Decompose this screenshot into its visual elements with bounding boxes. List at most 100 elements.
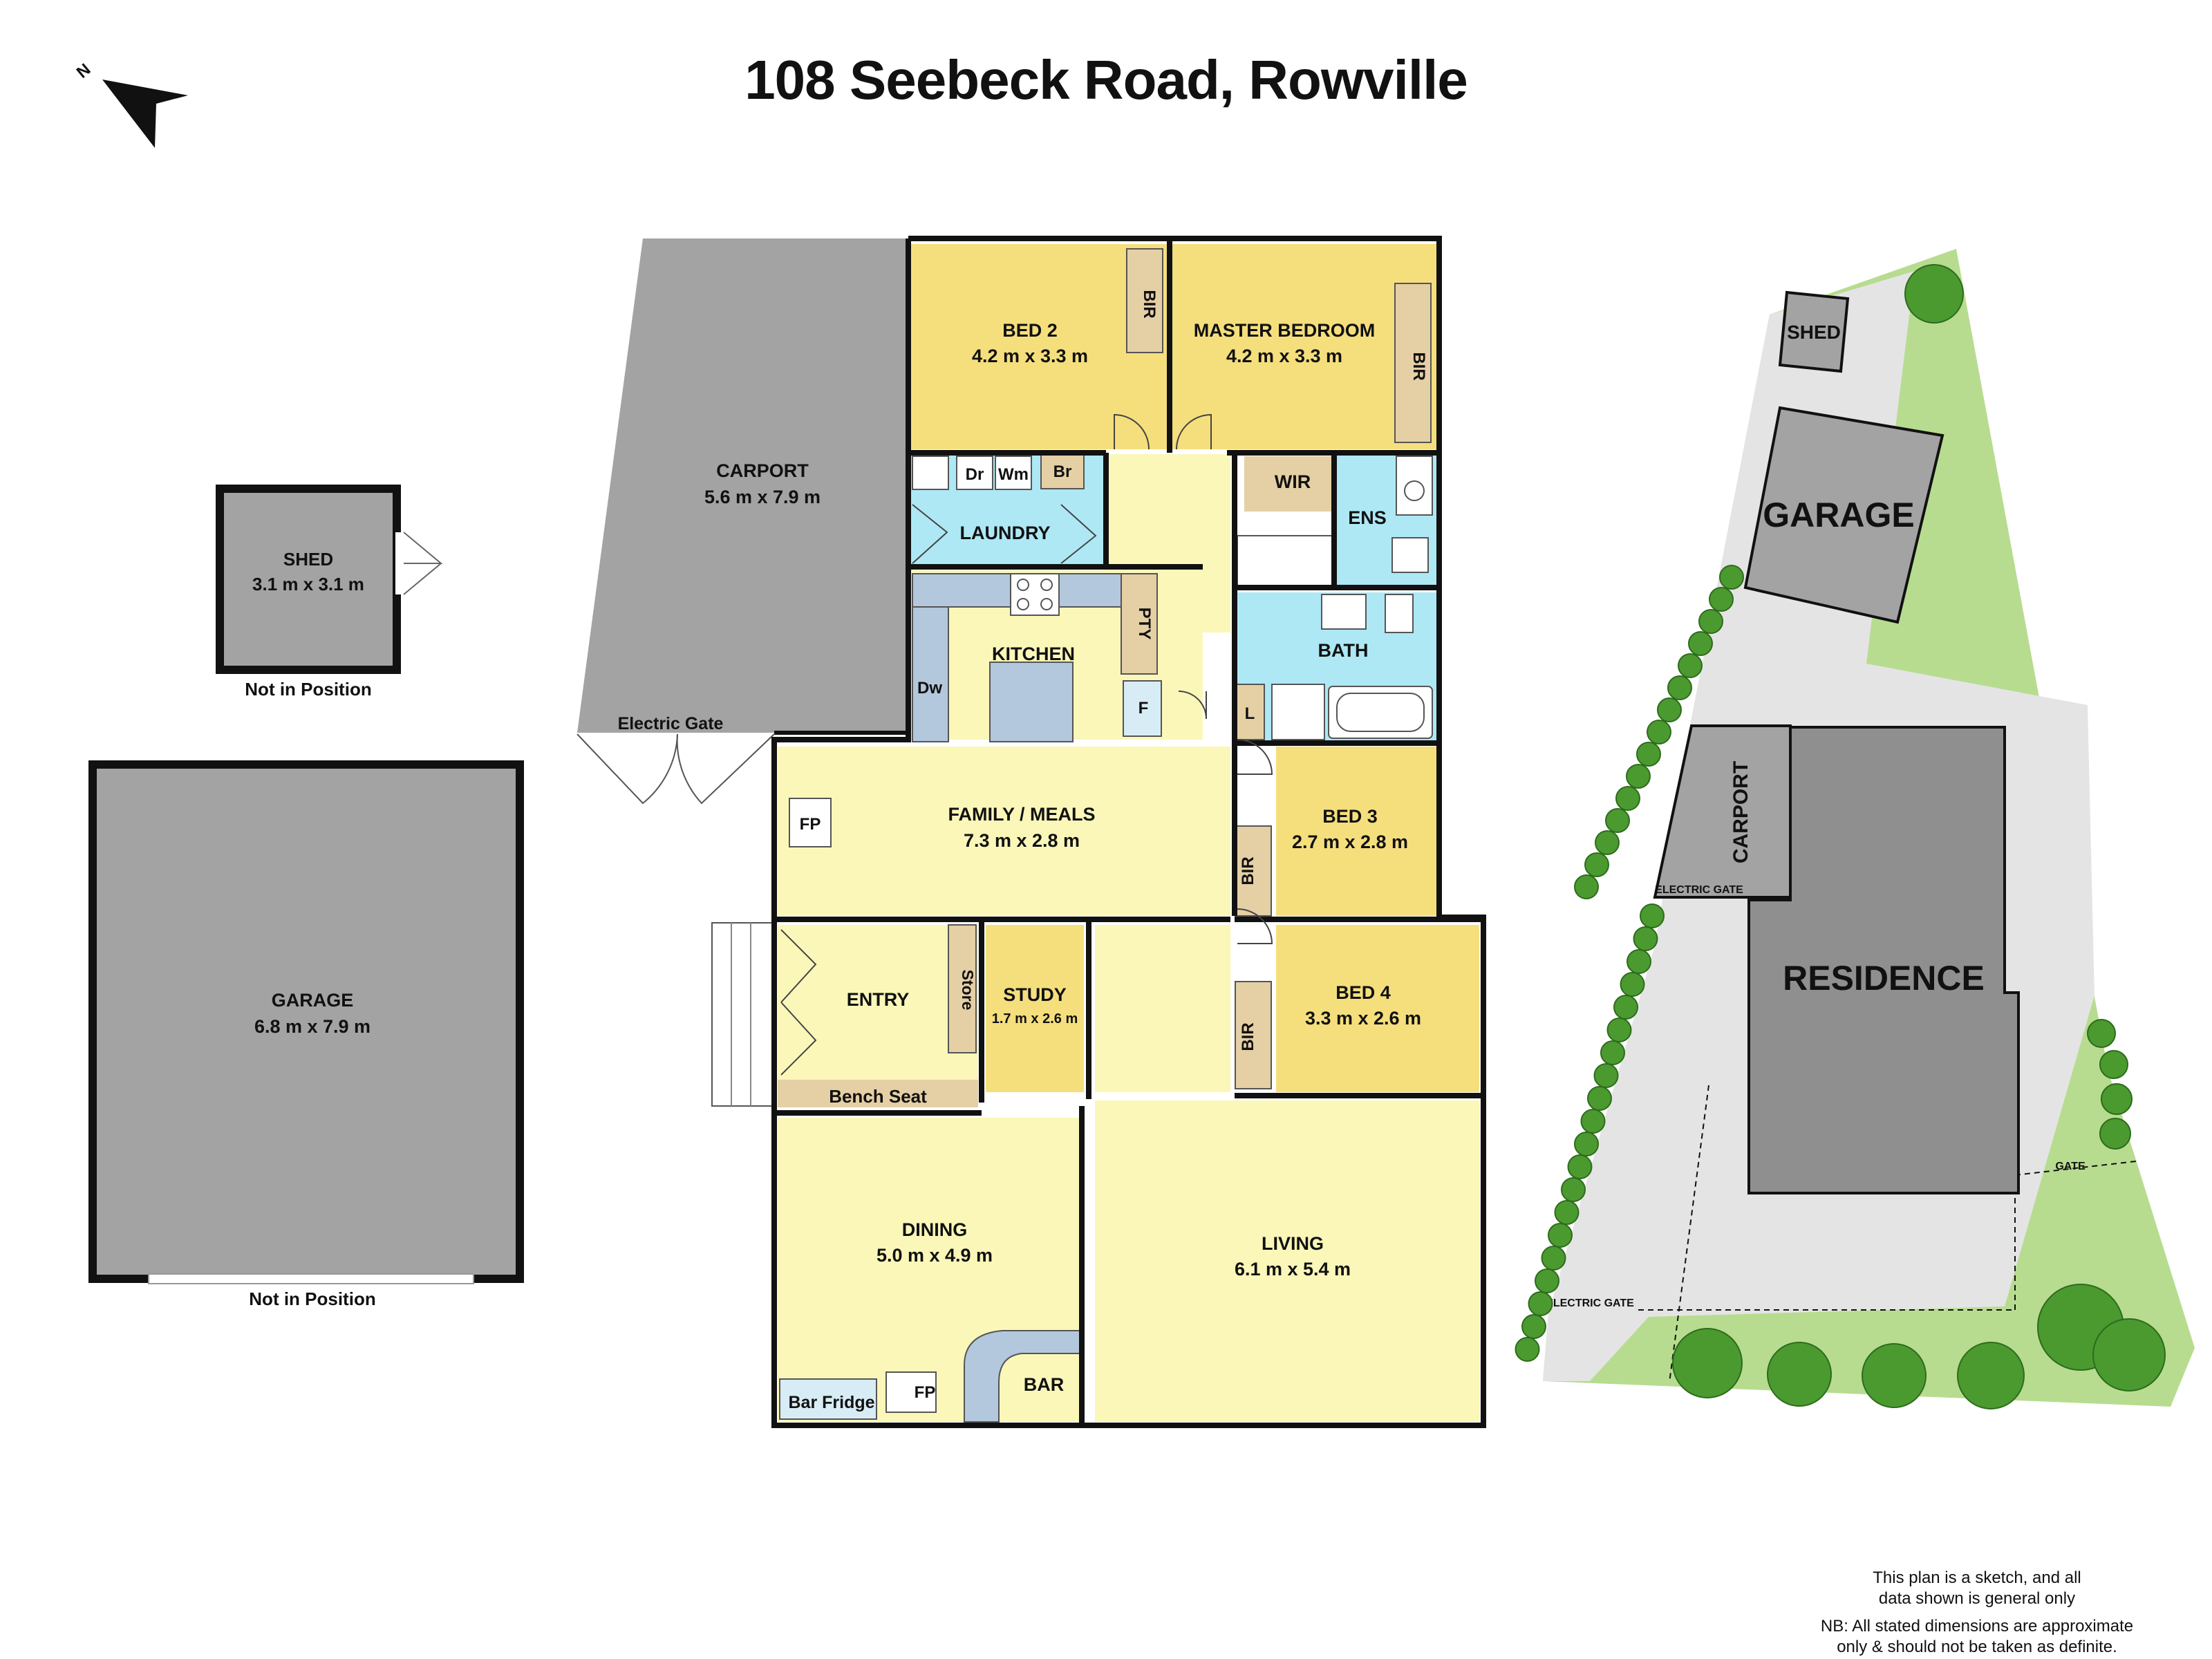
washing-machine-label: Wm: [998, 465, 1029, 484]
garage-not-in-position: Not in Position: [249, 1288, 375, 1309]
living-dim: 6.1 m x 5.4 m: [1235, 1259, 1351, 1280]
shed-not-in-position: Not in Position: [245, 679, 371, 700]
shed-name: SHED: [283, 549, 333, 570]
dining-fireplace-label: FP: [915, 1383, 936, 1402]
site-shed-label: SHED: [1787, 321, 1841, 343]
bar-label: BAR: [1024, 1374, 1065, 1395]
dishwasher-label: Dw: [917, 679, 942, 697]
family-meals-dim: 7.3 m x 2.8 m: [964, 830, 1080, 851]
tree-icon: [1620, 972, 1645, 997]
tree-icon: [2099, 1050, 2128, 1079]
tree-icon: [1678, 653, 1703, 678]
electric-gate-label: Electric Gate: [618, 714, 724, 733]
tree-icon: [2087, 1019, 2116, 1048]
tree-icon: [1580, 1109, 1606, 1134]
bed2-name: BED 2: [1002, 320, 1058, 341]
tree-icon: [1904, 264, 1964, 324]
page-title: 108 Seebeck Road, Rowville: [744, 49, 1468, 111]
disclaimer-line-1: This plan is a sketch, and all: [1873, 1568, 2081, 1587]
shed-outbuilding: SHED 3.1 m x 3.1 m Not in Position: [216, 485, 443, 700]
shed-dim: 3.1 m x 3.1 m: [252, 574, 364, 594]
tree-icon: [2092, 1318, 2166, 1391]
tree-icon: [1626, 764, 1651, 789]
tree-icon: [1615, 786, 1640, 811]
bench-seat-label: Bench Seat: [829, 1086, 927, 1107]
tree-icon: [1698, 609, 1723, 634]
tree-icon: [1709, 587, 1734, 612]
ensuite-label: ENS: [1348, 507, 1387, 528]
site-carport-gate-label: ELECTRIC GATE: [1655, 884, 1743, 896]
fridge-label: F: [1138, 699, 1149, 718]
tree-icon: [1521, 1314, 1546, 1339]
tree-icon: [1528, 1291, 1553, 1316]
tree-icon: [1627, 949, 1651, 974]
bed2-dim: 4.2 m x 3.3 m: [972, 346, 1088, 366]
entry-label: ENTRY: [847, 989, 910, 1010]
tree-icon: [1636, 742, 1661, 767]
tree-icon: [1587, 1086, 1612, 1111]
house-labels: BED 2 4.2 m x 3.3 m BIR MASTER BEDROOM 4…: [788, 290, 1428, 1412]
tree-icon: [1667, 675, 1692, 700]
broom-label: Br: [1053, 462, 1072, 481]
disclaimer-line-4: only & should not be taken as definite.: [1837, 1638, 2117, 1656]
bed4-bir-label: BIR: [1239, 1022, 1257, 1051]
study-name: STUDY: [1003, 984, 1067, 1005]
study-dim: 1.7 m x 2.6 m: [992, 1011, 1078, 1027]
store-label: Store: [959, 970, 977, 1011]
house-walls: [771, 236, 1486, 1428]
master-bir-label: BIR: [1409, 352, 1428, 380]
dining-dim: 5.0 m x 4.9 m: [877, 1245, 993, 1266]
tree-icon: [1561, 1177, 1586, 1202]
tree-icon: [1595, 830, 1620, 855]
tree-icon: [1515, 1337, 1540, 1362]
tree-icon: [1647, 720, 1671, 744]
disclaimer: This plan is a sketch, and all data show…: [1783, 1568, 2171, 1658]
kitchen-label: KITCHEN: [992, 644, 1075, 664]
tree-icon: [1600, 1040, 1625, 1065]
tree-icon: [1574, 874, 1599, 899]
master-bedroom-dim: 4.2 m x 3.3 m: [1226, 346, 1342, 366]
wir-label: WIR: [1275, 471, 1311, 492]
tree-icon: [1535, 1268, 1559, 1293]
site-residence-label: RESIDENCE: [1783, 959, 1985, 997]
garage-dim: 6.8 m x 7.9 m: [254, 1016, 371, 1037]
tree-icon: [2101, 1083, 2133, 1115]
tree-icon: [1584, 852, 1609, 877]
tree-icon: [1605, 808, 1630, 833]
tree-icon: [1541, 1246, 1566, 1271]
dryer-label: Dr: [966, 465, 984, 484]
bed3-bir-label: BIR: [1239, 856, 1257, 885]
linen-label: L: [1245, 704, 1255, 723]
house-floor: [711, 244, 1479, 1423]
tree-icon: [1574, 1132, 1599, 1156]
carport-area: CARPORT 5.6 m x 7.9 m Electric Gate: [577, 238, 906, 805]
living-name: LIVING: [1262, 1233, 1324, 1254]
site-buildings: SHED GARAGE CARPORT ELECTRIC GATE RESIDE…: [1546, 290, 2086, 1309]
site-carport-label: CARPORT: [1730, 761, 1752, 863]
carport-name: CARPORT: [716, 460, 809, 481]
tree-icon: [1548, 1223, 1573, 1248]
tree-icon: [1672, 1328, 1743, 1398]
disclaimer-line-2: data shown is general only: [1878, 1589, 2076, 1608]
bed2-bir-label: BIR: [1140, 290, 1159, 318]
garage-name: GARAGE: [272, 990, 354, 1011]
bath-label: BATH: [1318, 640, 1369, 661]
carport-dim: 5.6 m x 7.9 m: [704, 487, 821, 507]
site-gate-label: GATE: [2055, 1161, 2086, 1172]
bed4-name: BED 4: [1335, 982, 1391, 1003]
tree-icon: [1606, 1018, 1632, 1042]
compass-letter: N: [73, 60, 95, 82]
tree-icon: [1554, 1200, 1580, 1225]
tree-icon: [1862, 1343, 1927, 1408]
tree-icon: [1719, 565, 1744, 590]
tree-icon: [1567, 1154, 1593, 1179]
tree-icon: [1640, 903, 1665, 928]
tree-icon: [1767, 1342, 1832, 1407]
pantry-label: PTY: [1135, 608, 1154, 640]
bar-fridge-label: Bar Fridge: [788, 1393, 874, 1412]
site-garage-label: GARAGE: [1763, 496, 1914, 534]
laundry-label: LAUNDRY: [960, 523, 1051, 543]
north-arrow-icon: N: [73, 60, 188, 148]
family-fireplace-label: FP: [800, 815, 821, 834]
